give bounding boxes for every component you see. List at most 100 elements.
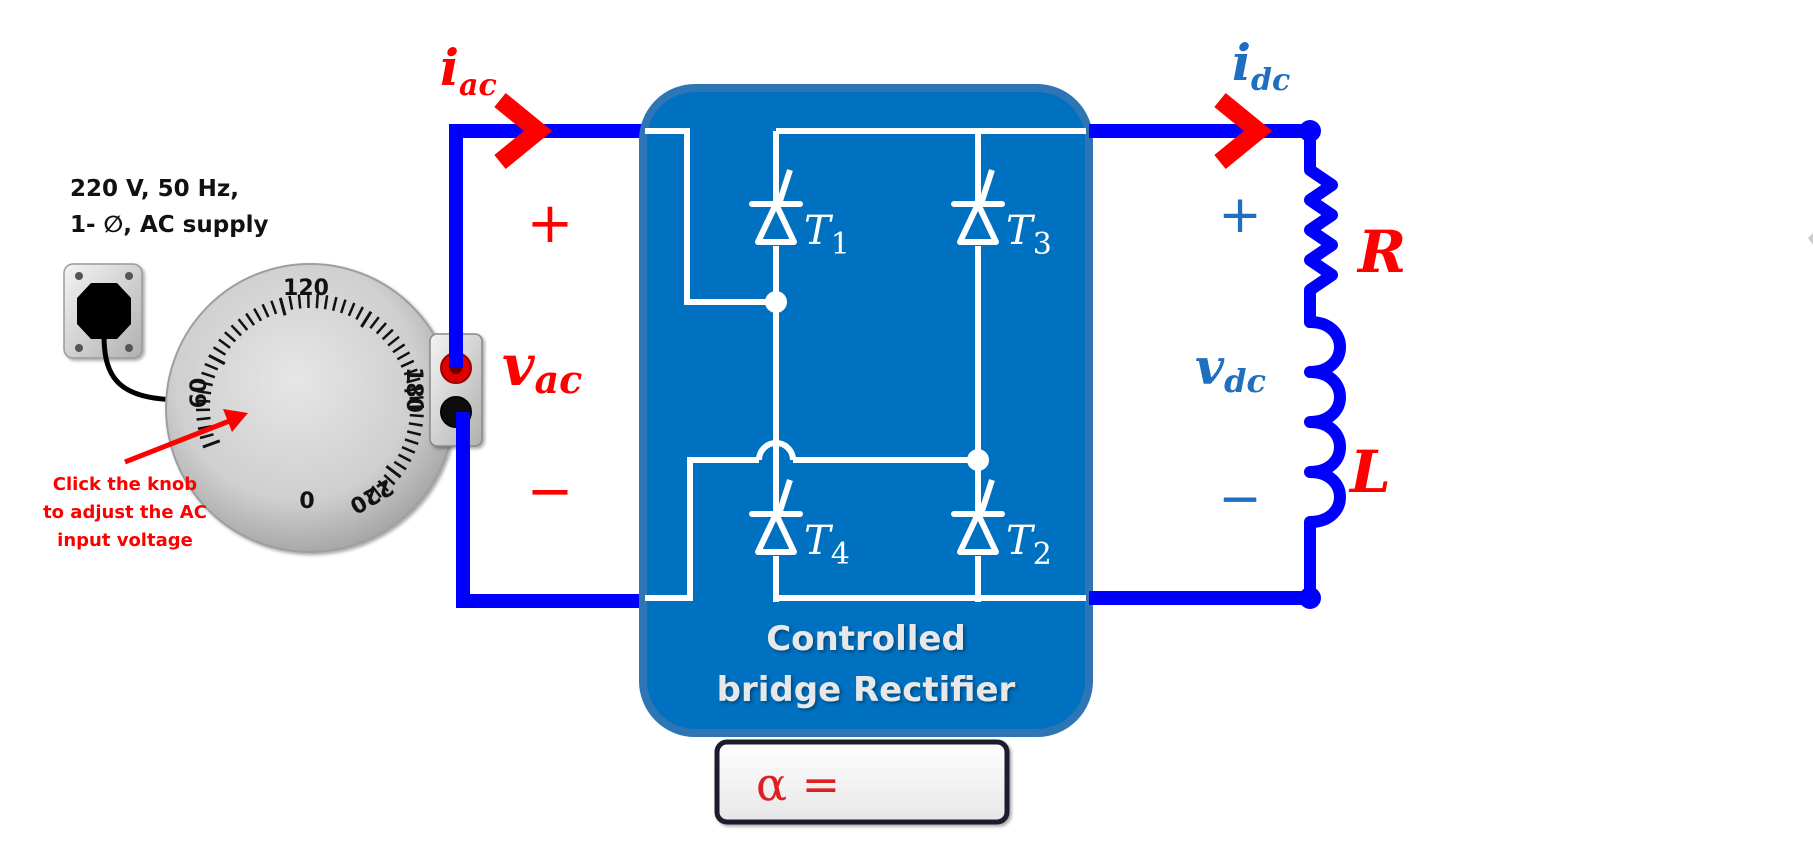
knob-tick [409,413,424,418]
knob-label-180: 180 [401,367,426,413]
cursor-icon [1808,233,1813,245]
knob-label-60: 60 [187,378,212,409]
knob-tick [202,439,221,449]
resistor-label: R [1356,218,1406,286]
knob-tick [196,416,211,421]
rectifier-title-line-1: Controlled [766,619,966,659]
gate-lead [776,169,793,205]
knob-tick [288,295,294,310]
ac-wires [449,124,650,608]
knob-tick [396,351,411,361]
iac-symbol: iac [440,38,497,103]
knob-ticks [195,293,425,504]
thyristor-T1: T1 [749,169,850,262]
knob-label-120: 120 [283,276,329,301]
knob-tick [387,335,400,347]
knob-tick [297,294,302,309]
knob-tick [404,438,419,445]
knob-tick [199,433,214,440]
knob-tick [201,371,216,379]
thyristor-icon [755,511,797,555]
load [1304,125,1346,604]
knob-tick [245,312,256,326]
knob-tick [331,296,338,312]
knob-tick [315,294,319,309]
knob-tick [375,322,388,335]
resistor-icon [1304,125,1338,328]
knob-tick [364,490,375,504]
junction-node [967,449,989,471]
thyristor-icon [957,511,999,555]
knob-tick [208,354,226,366]
vdc-symbol: vdc [1195,337,1266,400]
knob-tick [397,453,412,463]
vac-symbol: vac [502,333,582,402]
knob-tick [403,368,418,376]
gate-lead [978,169,995,205]
supply-line-2: 1- ∅, AC supply [70,212,269,238]
knob-tick [393,460,407,471]
knob-tick [218,338,231,349]
voltage-knob[interactable]: 120 60 180 0 220 [165,263,455,553]
knob-tick [196,399,211,403]
knob-tick [381,328,394,341]
knob-tick [383,474,396,486]
knob-tick [406,377,421,384]
iac-arrow-icon [494,93,553,169]
alpha-label: α = [756,757,840,811]
inductor-label: L [1348,438,1391,506]
knob-tick [347,302,356,317]
knob-tick [369,316,380,330]
knob-tick [204,362,219,371]
knob-tick [392,343,406,354]
thyristor-icon [957,201,999,245]
vac-minus: − [527,459,574,524]
knob-tick [377,480,389,492]
vdc-minus: − [1218,469,1262,529]
knob-tick [401,446,416,454]
junction-node [765,291,787,313]
knob-tick [355,306,364,320]
knob-tick [253,307,263,322]
firing-angle-field[interactable]: α = [714,739,1010,825]
idc-symbol: idc [1232,33,1290,98]
dc-wires [1089,124,1310,605]
knob-tick [278,297,287,316]
knob-tick [408,422,423,427]
rectifier-title-line-2: bridge Rectifier [717,670,1016,710]
knob-tick [404,386,423,393]
knob-hint: Click the knob to adjust the AC input vo… [43,409,248,551]
supply-label: 220 V, 50 Hz, 1- ∅, AC supply [70,176,269,238]
plug-icon [77,283,131,339]
vac-plus: + [527,191,574,256]
screw-icon [125,272,133,280]
supply-line-1: 220 V, 50 Hz, [70,176,239,202]
thyristor-icon [755,201,797,245]
knob-tick [261,303,270,318]
vdc-plus: + [1218,185,1262,245]
arrow-head-icon [223,409,248,432]
knob-tick [212,346,227,356]
knob-tick [224,331,237,343]
knob-tick [270,300,278,315]
knob-tick [237,318,249,331]
knob-tick [406,430,422,436]
knob-tick [409,395,424,400]
knob-tick [400,359,415,368]
knob-tick [371,485,382,499]
knob-tick [339,299,347,314]
knob-tick [323,295,329,310]
screw-icon [75,344,83,352]
inductor-icon [1304,316,1346,604]
knob-tick [360,310,373,328]
knob-label-0: 0 [299,489,314,514]
knob-tick [385,464,402,479]
hint-line-1: Click the knob [53,474,198,495]
idc-arrow-icon [1214,93,1273,169]
screw-icon [75,272,83,280]
wall-socket [63,263,143,359]
gate-lead [978,479,995,515]
knob-tick [197,389,212,395]
